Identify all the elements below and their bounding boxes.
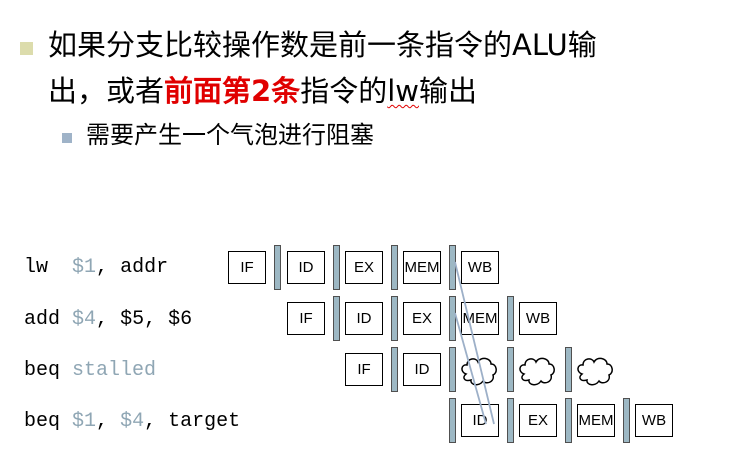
line2-red-text: 前面第2条 [164,74,301,108]
forwarding-line-mem [454,261,495,425]
sub-bullet-line: 需要产生一个气泡进行阻塞 [86,121,374,149]
line2-text-c: 输出 [419,74,478,108]
pipeline-register [449,398,456,443]
pipeline-register [507,398,514,443]
pipeline-register [333,245,340,290]
pipeline-register [391,347,398,392]
instruction-beq-target: beq $1, $4, target [24,410,241,433]
line2-lw-text: lw [387,74,419,108]
stage-wb: WB [461,251,499,284]
pipeline-register [333,296,340,341]
instruction-add: add $4, $5, $6 [24,308,193,331]
stage-id: ID [345,302,383,335]
line2-text-b: 指令的 [300,74,388,108]
stage-if: IF [345,353,383,386]
pipeline-register [449,347,456,392]
instruction-lw: lw $1, addr [24,256,169,279]
main-bullet-line-1: 如果分支比较操作数是前一条指令的ALU输 [48,26,597,64]
bubble-icon [461,357,497,386]
stage-mem: MEM [577,404,615,437]
instruction-beq-stalled: beq stalled [24,359,157,382]
line1-text: 如果分支比较操作数是前一条指令的ALU输 [48,28,597,62]
pipeline-register [507,296,514,341]
pipeline-register [623,398,630,443]
pipeline-register [507,347,514,392]
forwarding-line-ex [454,312,487,425]
stage-wb: WB [519,302,557,335]
sub-bullet-square [62,133,72,143]
stage-mem: MEM [461,302,499,335]
bubble-icon [519,357,555,386]
bubble-icon [577,357,613,386]
stage-if: IF [228,251,266,284]
pipeline-register [391,245,398,290]
pipeline-register [565,398,572,443]
stage-ex: EX [519,404,557,437]
line2-text-a: 出，或者 [48,74,165,108]
pipeline-register [391,296,398,341]
stage-ex: EX [345,251,383,284]
pipeline-register [449,296,456,341]
bullet-square [20,42,33,55]
stage-id: ID [287,251,325,284]
stage-if: IF [287,302,325,335]
pipeline-register [565,347,572,392]
stage-mem: MEM [403,251,441,284]
main-bullet-line-2: 出，或者前面第2条指令的lw输出 [48,72,477,110]
stage-wb: WB [635,404,673,437]
stage-ex: EX [403,302,441,335]
pipeline-register [274,245,281,290]
stage-id: ID [403,353,441,386]
